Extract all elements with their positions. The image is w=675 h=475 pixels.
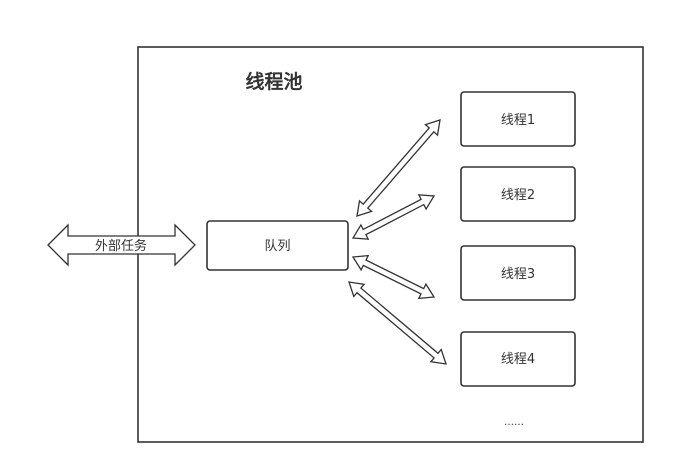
queue-box: 队列 xyxy=(206,220,349,271)
queue-thread2-arrow xyxy=(351,194,436,240)
thread-box-2: 线程2 xyxy=(460,166,576,222)
external-task-label: 外部任务 xyxy=(95,238,147,254)
thread-box-4: 线程4 xyxy=(460,331,576,387)
more-threads-ellipsis: …… xyxy=(504,417,524,428)
queue-thread3-arrow xyxy=(351,254,436,300)
external-task-arrow xyxy=(47,223,196,267)
thread-label-1: 线程1 xyxy=(501,113,535,128)
thread-label-3: 线程3 xyxy=(501,267,535,282)
queue-thread1-arrow xyxy=(356,119,441,217)
thread-pool-title: 线程池 xyxy=(245,70,302,93)
thread-label-4: 线程4 xyxy=(501,352,535,367)
thread-box-3: 线程3 xyxy=(460,245,576,301)
queue-label: 队列 xyxy=(264,239,290,254)
thread-box-1: 线程1 xyxy=(460,91,576,147)
queue-thread4-arrow xyxy=(348,281,447,365)
thread-label-2: 线程2 xyxy=(501,188,535,203)
